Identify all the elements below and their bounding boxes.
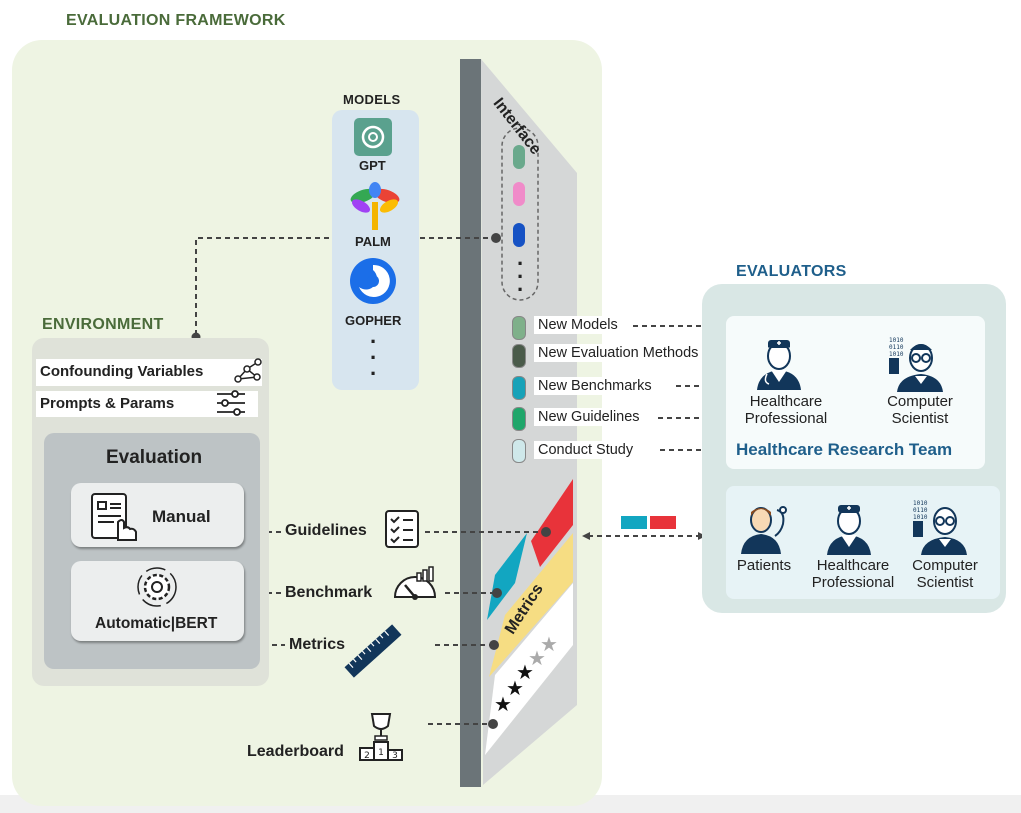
patient-icon: [741, 506, 787, 554]
interface-item-new-evaluation-methods: New Evaluation Methods: [534, 344, 703, 362]
doctor-icon: [827, 505, 871, 555]
model-pill-gopher: [513, 223, 525, 247]
models-ellipsis: ···: [370, 329, 378, 386]
prompts-params-label: Prompts & Params: [40, 395, 175, 412]
interface-item-dot: [512, 344, 526, 368]
evaluation-title: Evaluation: [106, 447, 203, 468]
framework-title: EVALUATION FRAMEWORK: [66, 12, 286, 29]
network-icon: [234, 358, 262, 383]
doctor-icon: [757, 340, 801, 390]
interface-item-conduct-study: Conduct Study: [534, 441, 638, 459]
models-title: MODELS: [343, 92, 401, 107]
svg-text:1010: 1010: [913, 500, 928, 507]
interface-item-dot: [512, 439, 526, 463]
star-icon: ★: [540, 634, 558, 656]
manual-label: Manual: [152, 507, 211, 526]
study-member-label: Patients: [736, 557, 792, 574]
model-pill-palm: [513, 182, 525, 206]
gopher-icon: [350, 258, 396, 304]
star-icon: ★: [494, 694, 512, 716]
model-label-gopher: GOPHER: [345, 313, 402, 328]
svg-text:1010: 1010: [889, 337, 904, 344]
models-panel: [332, 110, 419, 390]
model-label-gpt: GPT: [359, 158, 386, 173]
checklist-icon: [385, 510, 419, 548]
teal-bar: [621, 516, 647, 529]
team-member-label: Computer Scientist: [887, 393, 953, 427]
interface-panel: [460, 59, 577, 787]
leaderboard-label: Leaderboard: [247, 743, 344, 760]
interface-item-dot: [512, 316, 526, 340]
star-icon: ★: [516, 662, 534, 684]
metrics-label: Metrics: [289, 636, 346, 653]
guidelines-label: Guidelines: [285, 522, 367, 539]
automatic-card: [71, 561, 244, 641]
palm-icon: [350, 182, 400, 230]
evaluators-title: EVALUATORS: [736, 263, 847, 280]
svg-text:2: 2: [364, 751, 370, 761]
interface-item-new-guidelines: New Guidelines: [534, 408, 644, 426]
model-pill-gpt: [513, 145, 525, 169]
gear-icon: [137, 567, 177, 607]
ruler-icon: [344, 624, 402, 678]
interface-item-dot: [512, 407, 526, 431]
team-member-label: Healthcare Professional: [744, 393, 828, 427]
interface-item-new-models: New Models: [534, 316, 622, 334]
svg-text:1010: 1010: [889, 351, 904, 358]
manual-document-icon: [91, 493, 137, 541]
confounding-variables-row: [36, 359, 262, 386]
sliders-icon: [217, 390, 245, 416]
environment-title: ENVIRONMENT: [42, 316, 164, 333]
svg-text:1: 1: [378, 748, 384, 758]
star-icon: ★: [528, 648, 546, 670]
svg-text:3: 3: [392, 751, 398, 761]
gauge-icon: [393, 566, 437, 600]
interface-item-new-benchmarks: New Benchmarks: [534, 377, 656, 395]
automatic-label: Automatic|BERT: [95, 615, 218, 632]
red-bar: [650, 516, 676, 529]
svg-text:0110: 0110: [913, 507, 928, 514]
study-member-label: Computer Scientist: [912, 557, 978, 591]
interface-item-dot: [512, 376, 526, 400]
team-label: Healthcare Research Team: [736, 440, 953, 459]
openai-icon: [354, 118, 392, 156]
study-member-label: Healthcare Professional: [811, 557, 895, 591]
star-icon: ★: [506, 678, 524, 700]
model-label-palm: PALM: [355, 234, 391, 249]
svg-text:0110: 0110: [889, 344, 904, 351]
pill-ellipsis: ···: [517, 251, 525, 302]
confounding-variables-label: Confounding Variables: [40, 363, 204, 380]
benchmark-label: Benchmark: [285, 584, 373, 601]
svg-text:1010: 1010: [913, 514, 928, 521]
